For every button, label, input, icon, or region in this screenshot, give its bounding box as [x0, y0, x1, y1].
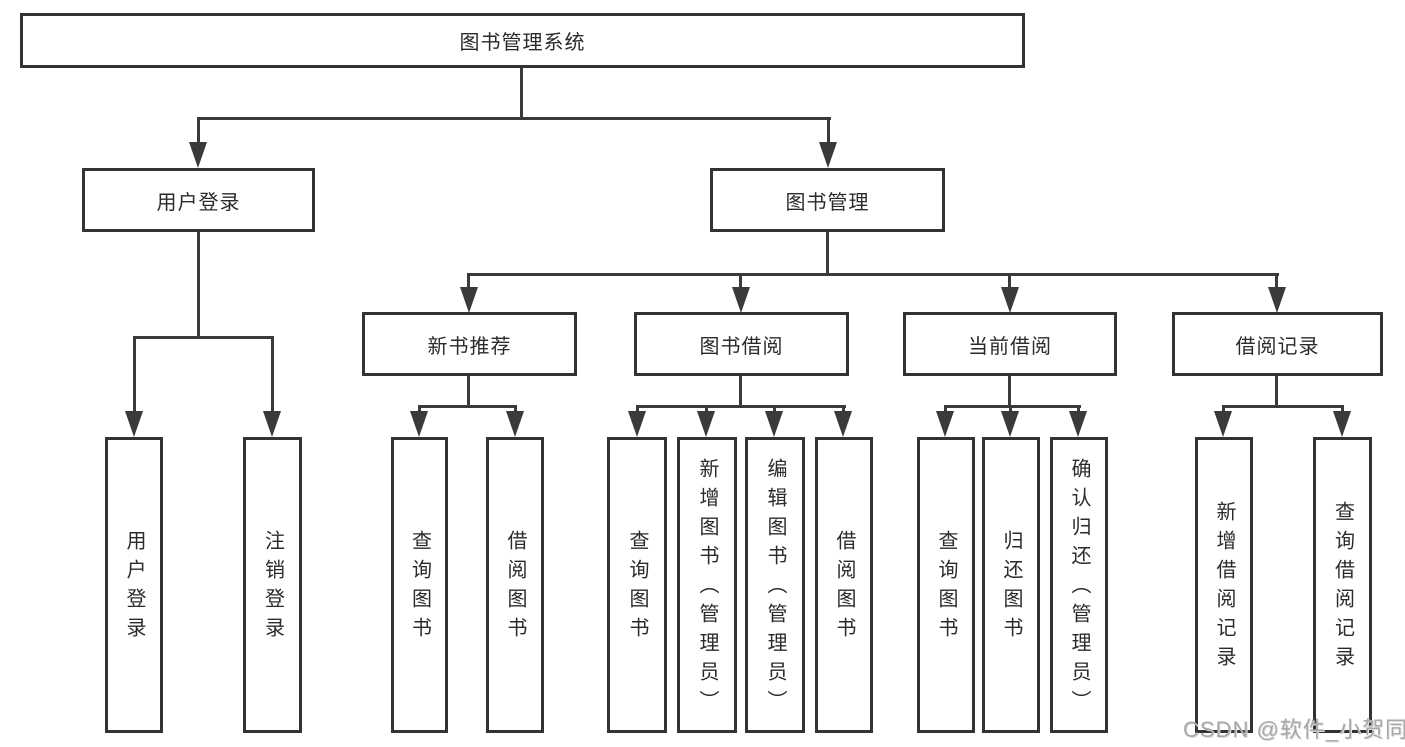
connector-line: [944, 405, 1081, 408]
connector-line: [1222, 405, 1344, 408]
connector-line: [197, 232, 200, 336]
node-root-label: 图书管理系统: [459, 32, 586, 54]
leaf-query-books-current: 查询图书: [917, 437, 975, 733]
connector-line: [197, 117, 200, 145]
node-borrow-records: 借阅记录: [1172, 312, 1383, 376]
connector-line: [636, 405, 639, 413]
arrow-down-icon: [628, 411, 646, 437]
leaf-query-books-recommend: 查询图书: [391, 437, 448, 733]
connector-line: [1077, 405, 1080, 413]
leaf-add-book-admin-label: 新增图书（管理员）: [696, 457, 718, 719]
arrow-down-icon: [410, 411, 428, 437]
csdn-watermark: CSDN @软件_小贺同学: [1183, 717, 1405, 742]
connector-line: [636, 405, 846, 408]
connector-line: [739, 273, 742, 289]
node-current-borrow: 当前借阅: [903, 312, 1117, 376]
node-book-management-label: 图书管理: [785, 191, 870, 214]
node-current-borrow-label: 当前借阅: [968, 335, 1052, 358]
leaf-query-books-borrow: 查询图书: [607, 437, 667, 733]
connector-line: [773, 405, 776, 413]
leaf-user-login: 用户登录: [105, 437, 163, 733]
arrow-down-icon: [1001, 287, 1019, 313]
connector-line: [467, 273, 1279, 276]
arrow-down-icon: [765, 411, 783, 437]
node-user-login-label: 用户登录: [156, 191, 241, 214]
connector-line: [467, 376, 470, 408]
arrow-down-icon: [263, 411, 281, 437]
connector-line: [1341, 405, 1344, 413]
leaf-edit-book-admin: 编辑图书（管理员）: [745, 437, 805, 733]
arrow-down-icon: [460, 287, 478, 313]
connector-line: [1275, 376, 1278, 408]
arrow-down-icon: [697, 411, 715, 437]
arrow-down-icon: [732, 287, 750, 313]
arrow-down-icon: [189, 142, 207, 168]
connector-line: [705, 405, 708, 413]
arrow-down-icon: [1001, 411, 1019, 437]
connector-line: [842, 405, 845, 413]
arrow-down-icon: [936, 411, 954, 437]
leaf-borrow-books-recommend: 借阅图书: [486, 437, 544, 733]
connector-line: [1008, 273, 1011, 289]
leaf-borrow-books-recommend-label: 借阅图书: [504, 530, 526, 646]
arrow-down-icon: [125, 411, 143, 437]
leaf-confirm-return-admin-label: 确认归还（管理员）: [1068, 457, 1090, 719]
arrow-down-icon: [1069, 411, 1087, 437]
leaf-user-login-label: 用户登录: [123, 530, 145, 646]
connector-line: [133, 336, 274, 339]
leaf-return-book: 归还图书: [982, 437, 1040, 733]
connector-line: [1009, 405, 1012, 413]
connector-line: [1008, 376, 1011, 408]
connector-line: [418, 405, 517, 408]
leaf-add-borrow-record: 新增借阅记录: [1195, 437, 1253, 733]
leaf-query-borrow-record: 查询借阅记录: [1313, 437, 1372, 733]
leaf-borrow-books-label: 借阅图书: [833, 530, 855, 646]
connector-line: [827, 117, 830, 145]
connector-line: [514, 405, 517, 413]
arrow-down-icon: [834, 411, 852, 437]
connector-line: [271, 336, 274, 413]
leaf-add-book-admin: 新增图书（管理员）: [677, 437, 737, 733]
connector-line: [739, 376, 742, 408]
connector-line: [520, 68, 523, 117]
arrow-down-icon: [506, 411, 524, 437]
arrow-down-icon: [1214, 411, 1232, 437]
connector-line: [944, 405, 947, 413]
connector-line: [197, 117, 831, 120]
arrow-down-icon: [1333, 411, 1351, 437]
leaf-return-book-label: 归还图书: [1000, 530, 1022, 646]
leaf-confirm-return-admin: 确认归还（管理员）: [1050, 437, 1108, 733]
leaf-add-borrow-record-label: 新增借阅记录: [1213, 501, 1235, 675]
node-borrow-records-label: 借阅记录: [1235, 335, 1320, 358]
connector-line: [826, 232, 829, 276]
connector-line: [418, 405, 421, 413]
node-book-borrow: 图书借阅: [634, 312, 849, 376]
leaf-borrow-books: 借阅图书: [815, 437, 873, 733]
arrow-down-icon: [819, 142, 837, 168]
node-book-borrow-label: 图书借阅: [699, 335, 784, 358]
arrow-down-icon: [1268, 287, 1286, 313]
node-user-login: 用户登录: [82, 168, 315, 232]
connector-line: [467, 273, 470, 289]
leaf-query-borrow-record-label: 查询借阅记录: [1331, 501, 1354, 675]
connector-line: [1222, 405, 1225, 413]
leaf-logout: 注销登录: [243, 437, 302, 733]
leaf-query-books-borrow-label: 查询图书: [626, 530, 648, 646]
leaf-edit-book-admin-label: 编辑图书（管理员）: [764, 457, 786, 719]
leaf-query-books-current-label: 查询图书: [935, 530, 957, 646]
node-book-management: 图书管理: [710, 168, 945, 232]
node-new-book-recommend: 新书推荐: [362, 312, 577, 376]
node-root: 图书管理系统: [20, 13, 1025, 68]
leaf-logout-label: 注销登录: [261, 530, 284, 646]
node-new-book-recommend-label: 新书推荐: [427, 335, 512, 358]
leaf-query-books-recommend-label: 查询图书: [408, 530, 431, 646]
connector-line: [1275, 273, 1278, 289]
connector-line: [133, 336, 136, 413]
